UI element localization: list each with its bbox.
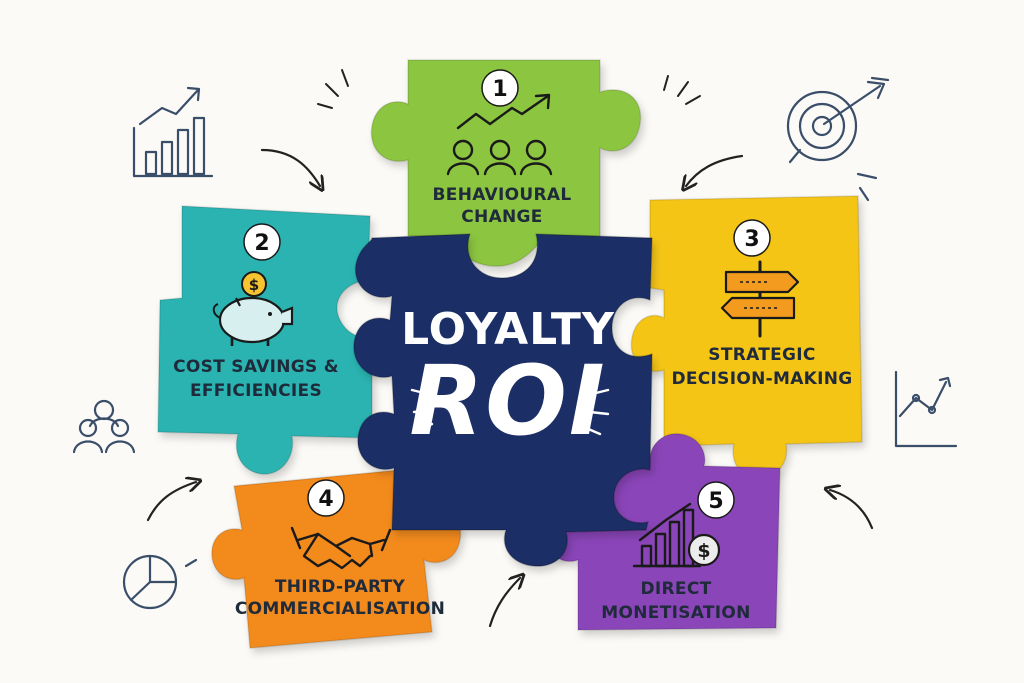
piece-5-label-line2: MONETISATION [601,603,750,623]
piece-3-label-line2: DECISION-MAKING [671,369,852,389]
piece-2-label-line1: COST SAVINGS & [173,357,339,377]
piece-1-label-line1: BEHAVIOURAL [433,185,572,205]
center-puzzle-piece[interactable] [353,233,653,567]
piece-3-label-line1: STRATEGIC [708,345,815,365]
number-badge-3: 3 [733,219,771,257]
svg-text:$: $ [697,540,710,562]
svg-text:$: $ [249,276,259,294]
number-badge-4: 4 [307,479,345,517]
svg-text:2: 2 [254,231,269,256]
center-title-line2: ROI [409,345,606,457]
piece-1-label-line2: CHANGE [461,207,542,227]
target-icon [786,76,890,202]
piece-5-label-line1: DIRECT [640,579,711,599]
coin-icon [241,271,267,297]
puzzle-piece-1-shape [370,59,642,267]
burst-lines [317,69,701,109]
pie-chart-icon [122,554,198,610]
people-growth-icon [446,93,553,176]
svg-text:5: 5 [708,489,723,514]
piece-2-label-line2: EFFICIENCIES [190,381,322,401]
curved-arrow-icon [146,148,874,628]
revenue-chart-icon: $ [632,502,721,568]
dollar-coin-icon [687,533,721,567]
number-badge-5: 5 [697,481,735,519]
puzzle-piece-1[interactable] [370,59,642,267]
svg-text:3: 3 [744,227,759,252]
center-title-line1: LOYALTY [401,304,615,355]
svg-text:1: 1 [492,77,507,102]
number-badge-2: 2 [243,223,281,261]
piece-4-label-line2: COMMERCIALISATION [235,599,445,619]
handshake-icon [290,526,392,570]
piece-4-label-line1: THIRD-PARTY [275,577,406,597]
bar-chart-growth-icon [132,86,214,178]
center-piece-shape [353,233,653,567]
center-burst-lines [410,388,610,436]
piggy-bank-icon: $ [212,271,294,346]
number-badge-1: 1 [481,69,519,107]
signpost-icon [720,260,800,338]
people-group-icon [72,399,136,454]
svg-text:4: 4 [318,487,333,512]
line-chart-icon [894,370,958,448]
